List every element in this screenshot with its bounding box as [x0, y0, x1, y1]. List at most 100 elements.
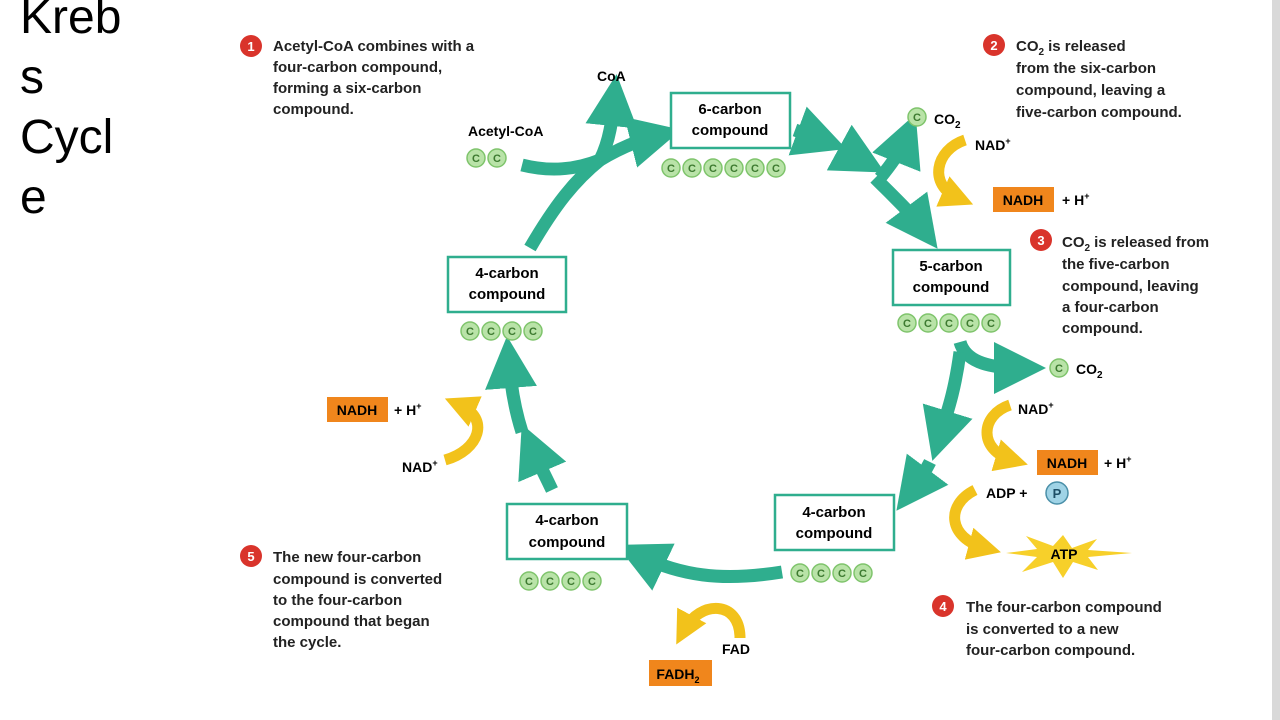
carbon-5c-atom	[981, 313, 1001, 333]
adp-label: ADP +	[986, 485, 1027, 501]
carbon-5c-atom-label: C	[966, 318, 974, 330]
co2-top-label: CO2	[934, 111, 961, 131]
title-line: Cycl	[20, 111, 114, 164]
arrow-co2-release-1	[872, 113, 921, 183]
atp-label: ATP	[1051, 546, 1078, 562]
step-5-line: compound is converted	[273, 571, 442, 588]
carbon-4c-br-atom	[832, 563, 852, 583]
carbon-4c-tl-atom-label: C	[529, 326, 537, 338]
phosphate-icon	[1045, 481, 1069, 505]
step-3-line: a four-carbon	[1062, 299, 1159, 316]
nad-right: NAD+	[1018, 400, 1054, 417]
carbon-6c-atom	[703, 158, 723, 178]
compound-4c-br-label: 4-carbon	[802, 504, 865, 521]
carbon-4c-br-atom	[790, 563, 810, 583]
plus-h-right: + H+	[1104, 454, 1131, 471]
arrow-to-4c-right	[896, 453, 949, 511]
step-4-line: The four-carbon compound	[966, 599, 1162, 616]
compound-4c-tl-label: 4-carbon	[475, 265, 538, 282]
nad-top: NAD+	[975, 136, 1011, 153]
arrow-4c-to-4c	[616, 543, 784, 591]
carbon-6c-atom	[724, 158, 744, 178]
step-1-line: compound.	[273, 101, 354, 118]
step-2-number: 2	[990, 38, 997, 53]
step-5: 5 The new four-carbon compound is conver…	[240, 545, 442, 651]
carbon-6c-atom	[766, 158, 786, 178]
carbon-5c-atom-label: C	[987, 318, 995, 330]
carbon-5c-atom	[939, 313, 959, 333]
compound-6c-label: 6-carbon	[698, 101, 761, 118]
carbon-6c-atom	[745, 158, 765, 178]
compound-4c-tl-label-2: compound	[469, 286, 546, 303]
carbon-4c-tl-atom	[481, 321, 501, 341]
compound-4c-bottom-left: 4-carbon compound	[505, 502, 629, 561]
carbon-acetyl-atom	[466, 148, 486, 168]
carbon-4c-tl-atom	[523, 321, 543, 341]
compound-5c-label: 5-carbon	[919, 258, 982, 275]
carbon-5c-atom	[918, 313, 938, 333]
carbon-acetyl-atom	[487, 148, 507, 168]
carbon-5c-atom-label: C	[945, 318, 953, 330]
compound-6c: 6-carbon compound	[669, 91, 792, 150]
step-2-line: compound, leaving a	[1016, 82, 1166, 99]
carbon-4c-tl-atom-label: C	[487, 326, 495, 338]
coa-label: CoA	[597, 68, 626, 84]
title-line: s	[20, 51, 44, 104]
step-1-badge	[240, 35, 262, 57]
phosphate-label: P	[1053, 486, 1062, 501]
carbon-4c-tl-atom-label: C	[508, 326, 516, 338]
carbon-5c-atom-label: C	[903, 318, 911, 330]
step-5-number: 5	[247, 549, 254, 564]
nadh-left-box	[327, 397, 388, 422]
step-1-line: forming a six-carbon	[273, 80, 421, 97]
carbon-4c-bl-atom	[582, 571, 602, 591]
carbon-4c-bl-atom-label: C	[588, 576, 596, 588]
carbon-co2-right-atom-label: C	[1055, 363, 1063, 375]
nad-left: NAD+	[402, 458, 438, 475]
co2-top: CO2	[934, 111, 961, 131]
fad-arrow	[676, 602, 746, 645]
nadh-left-label: NADH	[337, 402, 377, 418]
step-4-number: 4	[939, 599, 947, 614]
step-1-line: four-carbon compound,	[273, 59, 442, 76]
fad-label: FAD	[722, 641, 750, 657]
step-3-number: 3	[1037, 233, 1044, 248]
carbon-4c-br-atom	[811, 563, 831, 583]
nadh-right-box	[1037, 450, 1098, 475]
title-line: Kreb	[20, 0, 122, 44]
carbon-4c-bl-atom	[519, 571, 539, 591]
carbon-6c-atom-label: C	[667, 163, 675, 175]
carbon-4c-bl-atom	[561, 571, 581, 591]
arrow-4c-up-1	[518, 424, 567, 493]
nadh-top-box	[993, 187, 1054, 212]
carbon-6c-atom	[661, 158, 681, 178]
step-2-badge	[983, 34, 1005, 56]
step-3-line: compound.	[1062, 320, 1143, 337]
step-4-line: four-carbon compound.	[966, 642, 1135, 659]
co2-right-label: CO2	[1076, 361, 1103, 381]
atp-starburst	[1006, 535, 1132, 578]
arrow-5c-to-4c	[922, 351, 973, 461]
step-2-line: from the six-carbon	[1016, 60, 1156, 77]
diagram-canvas: 6-carbon compound 5-carbon compound 4-ca…	[240, 34, 1209, 686]
carbon-4c-br-atom-label: C	[838, 568, 846, 580]
slide-edge	[1272, 0, 1280, 720]
plus-h-left: + H+	[394, 401, 421, 418]
carbon-4c-tl-atom	[460, 321, 480, 341]
compound-4c-bl-label-2: compound	[529, 534, 606, 551]
step-3-badge	[1030, 229, 1052, 251]
arrow-acetyl-in	[520, 153, 603, 176]
carbon-6c-atom	[682, 158, 702, 178]
atp-arrow	[949, 485, 1001, 560]
carbon-4c-bl-atom	[540, 571, 560, 591]
carbon-acetyl-atom-label: C	[472, 153, 480, 165]
carbon-4c-bl-atom-label: C	[525, 576, 533, 588]
arrow-to-5c	[870, 173, 938, 249]
krebs-cycle-diagram: 6-carbon compound 5-carbon compound 4-ca…	[222, 0, 1270, 720]
compound-4c-br-label-2: compound	[796, 525, 873, 542]
